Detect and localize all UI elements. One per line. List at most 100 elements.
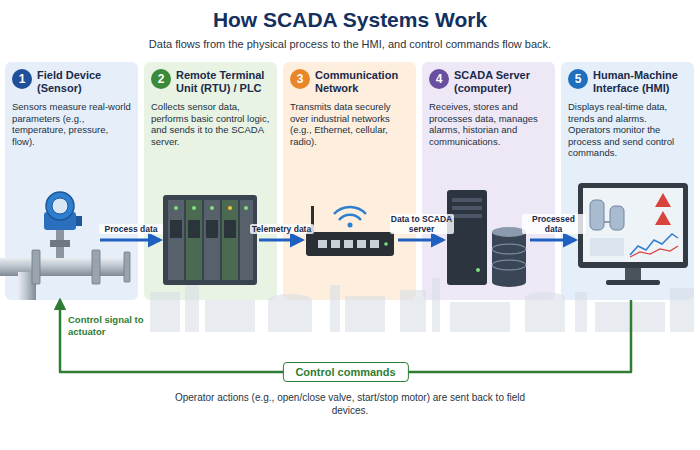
hmi-monitor-part — [655, 193, 671, 207]
step-heading: SCADA Server (computer) — [454, 69, 548, 95]
step-heading: Remote Terminal Unit (RTU) / PLC — [176, 69, 270, 95]
step-number: 5 — [568, 69, 588, 89]
industrial-skyline-part — [330, 285, 340, 332]
pressure-transmitter-part — [56, 228, 64, 258]
network-router-part — [339, 215, 361, 220]
hmi-monitor-part — [606, 280, 660, 285]
rtu-rack-part — [168, 200, 184, 280]
industrial-skyline-part — [575, 292, 587, 332]
step-header: 5Human-Machine Interface (HMI) — [568, 69, 687, 95]
network-router-part — [331, 240, 340, 248]
industrial-skyline-part — [205, 300, 255, 332]
rtu-rack — [163, 195, 257, 285]
industrial-skyline-part — [400, 290, 426, 332]
process-pipe — [0, 250, 130, 300]
network-router-part — [311, 206, 314, 234]
rtu-rack-part — [192, 206, 196, 210]
industrial-skyline-part — [268, 294, 312, 306]
step-panel: 5Human-Machine Interface (HMI) Displays r… — [561, 62, 694, 300]
flow-label: Processed data — [522, 214, 586, 234]
rtu-rack-part — [186, 200, 202, 280]
pressure-transmitter — [44, 192, 82, 258]
step-heading: Communication Network — [315, 69, 409, 95]
step-description: Receives, stores and processes data, man… — [429, 101, 548, 147]
hmi-monitor-part — [604, 221, 610, 223]
industrial-skyline-part — [450, 302, 510, 332]
network-router-part — [370, 240, 379, 248]
pressure-transmitter-part — [76, 216, 82, 226]
rtu-rack-part — [206, 220, 218, 238]
industrial-skyline-part — [525, 298, 565, 332]
step-heading: Field Device (Sensor) — [37, 69, 131, 95]
step-panel: 2Remote Terminal Unit (RTU) / PLC Collect… — [144, 62, 277, 300]
step-header: 3Communication Network — [290, 69, 409, 95]
industrial-skyline-part — [150, 292, 180, 332]
flow-label: Process data — [99, 224, 163, 234]
rtu-rack-part — [170, 220, 182, 238]
industrial-skyline-part — [185, 280, 199, 332]
rtu-rack-part — [210, 206, 214, 210]
network-router-part — [306, 232, 394, 256]
hmi-monitor-part — [578, 183, 688, 268]
process-pipe-part — [124, 252, 130, 282]
subtitle: Data flows from the physical process to … — [10, 38, 690, 52]
pressure-transmitter-part — [44, 212, 76, 230]
step-panel: 1Field Device (Sensor)Sensors measure re… — [5, 62, 138, 300]
step-number: 4 — [429, 69, 449, 89]
industrial-skyline — [150, 278, 694, 332]
industrial-skyline-part — [595, 302, 665, 332]
industrial-skyline-part — [432, 278, 440, 332]
flow-label: Data to SCADA server — [390, 214, 454, 234]
rtu-rack-part — [204, 200, 220, 280]
server-tower-part — [476, 268, 480, 272]
industrial-skyline-part — [345, 296, 385, 332]
data-flow-arrow — [398, 239, 443, 242]
server-tower — [447, 190, 487, 285]
database-cylinder-part — [492, 227, 526, 237]
network-router — [306, 206, 394, 256]
step-description: Displays real-time data, trends and alar… — [568, 101, 687, 159]
rtu-rack-part — [228, 206, 232, 210]
step-heading: Human-Machine Interface (HMI) — [593, 69, 687, 95]
network-router-part — [384, 242, 388, 246]
process-pipe-part — [0, 258, 128, 276]
control-commands-note: Operator actions (e.g., open/close valve… — [170, 392, 530, 417]
hmi-monitor-part — [655, 211, 671, 225]
network-router-part — [357, 240, 366, 248]
database-cylinder-part — [492, 232, 526, 282]
hmi-monitor-part — [590, 200, 604, 230]
step-description: Sensors measure real-world parameters (e… — [12, 101, 131, 147]
pressure-transmitter-part — [52, 198, 68, 214]
data-flow-arrow — [530, 239, 575, 242]
diagram-title: How SCADA Systems Work — [10, 8, 690, 32]
step-header: 4SCADA Server (computer) — [429, 69, 548, 95]
server-tower-part — [452, 206, 482, 210]
rtu-rack-part — [174, 206, 178, 210]
industrial-skyline-part — [670, 288, 694, 332]
hmi-monitor-part — [583, 188, 683, 262]
hmi-monitor-part — [590, 238, 624, 256]
database-cylinder — [492, 227, 526, 287]
server-tower-part — [452, 198, 482, 202]
network-router-part — [348, 223, 353, 228]
database-cylinder-part — [492, 244, 526, 254]
server-tower-part — [452, 214, 482, 218]
pressure-transmitter-part — [50, 240, 70, 247]
rtu-rack-part — [222, 200, 238, 280]
rtu-rack-part — [163, 195, 257, 285]
hmi-monitor — [578, 183, 688, 285]
step-number: 2 — [151, 69, 171, 89]
control-loop-arrow — [60, 300, 631, 372]
process-pipe-part — [18, 272, 36, 300]
rtu-rack-part — [240, 200, 253, 280]
network-router-part — [344, 240, 353, 248]
step-description: Collects sensor data, performs basic con… — [151, 101, 270, 147]
hmi-monitor-part — [610, 206, 624, 230]
rtu-rack-part — [188, 220, 200, 238]
loop-label: Control commands — [282, 362, 408, 382]
process-pipe-part — [92, 250, 100, 284]
industrial-skyline-part — [525, 292, 565, 304]
